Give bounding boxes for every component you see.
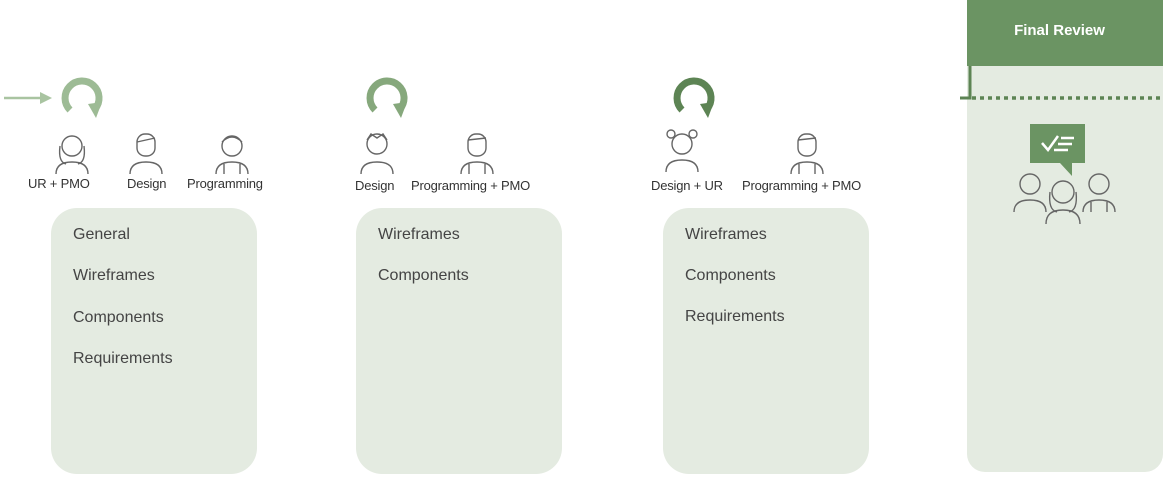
stage-item: Components xyxy=(685,267,776,284)
stage-card: General Wireframes Components Requiremen… xyxy=(51,208,257,474)
cycle-icon xyxy=(366,77,408,118)
person-icon xyxy=(790,133,824,175)
stage-item: General xyxy=(73,226,130,243)
role-label: Programming + PMO xyxy=(411,178,531,193)
stage-item: Requirements xyxy=(685,308,785,325)
person-icon xyxy=(360,133,394,175)
person-icon xyxy=(55,135,89,175)
role-label: Design + UR xyxy=(651,178,723,193)
final-review-title: Final Review xyxy=(1014,22,1105,39)
person-icon xyxy=(215,135,249,175)
stage-item: Components xyxy=(378,267,469,284)
timeline-bend xyxy=(960,66,972,100)
role-label: Programming + PMO xyxy=(742,178,862,193)
checklist-bubble-icon xyxy=(1030,124,1085,176)
final-review-header xyxy=(967,0,1163,66)
stage-item: Requirements xyxy=(73,350,173,367)
person-icon xyxy=(665,129,699,173)
stage-item: Wireframes xyxy=(73,267,155,284)
cycle-icon xyxy=(673,77,715,118)
role-label: Design xyxy=(355,178,395,193)
entry-arrow-head xyxy=(40,92,52,104)
final-review-column xyxy=(967,0,1163,472)
stage-item: Wireframes xyxy=(378,226,460,243)
stage-item: Components xyxy=(73,309,164,326)
stage-item: Wireframes xyxy=(685,226,767,243)
stage-card: Wireframes Components xyxy=(356,208,562,474)
stage-card: Wireframes Components Requirements xyxy=(663,208,869,474)
team-icon xyxy=(1013,173,1116,225)
role-label: Design xyxy=(127,176,167,191)
role-label: UR + PMO xyxy=(28,176,90,191)
cycle-icon xyxy=(61,77,103,118)
role-label: Programming xyxy=(187,176,263,191)
person-icon xyxy=(460,133,494,175)
person-icon xyxy=(129,133,163,175)
